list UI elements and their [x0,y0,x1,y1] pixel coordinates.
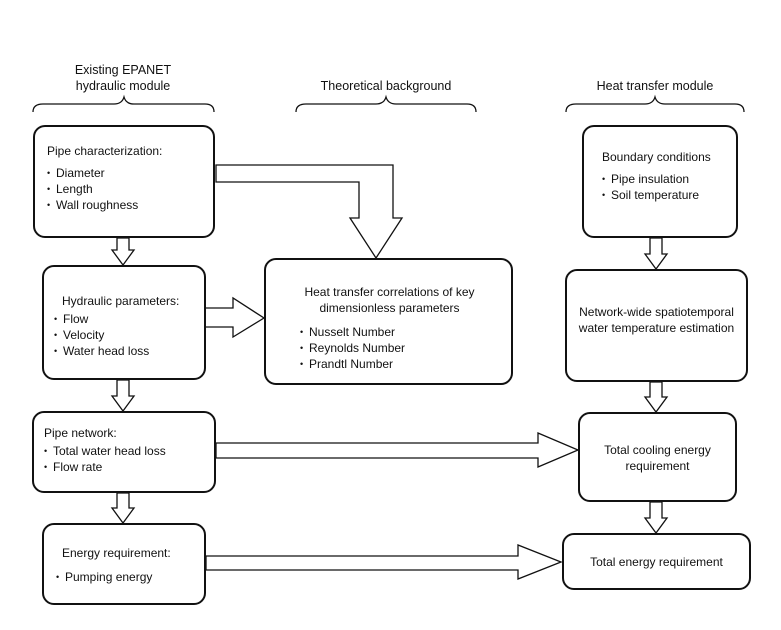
boundary-conditions-box: Boundary conditions Pipe insulation Soil… [582,125,738,238]
arrow-pipechar-to-correlations [215,164,404,260]
list-item: Pumping energy [56,569,198,585]
arrow-hydraulic-to-correlations [204,296,266,339]
arrow-boundary-to-estimation [643,237,669,271]
energy-requirement-title: Energy requirement: [62,546,171,560]
list-item: Flow [54,311,198,327]
total-energy-title: Total energy requirement [590,555,723,569]
list-item: Nusselt Number [300,324,501,340]
heat-transfer-correlations-box: Heat transfer correlations of key dimens… [264,258,513,385]
arrow-pipechar-to-hydraulic [110,237,136,267]
boundary-conditions-title: Boundary conditions [602,150,711,164]
cooling-energy-title: Total cooling energy requirement [604,443,711,473]
hydraulic-parameters-title: Hydraulic parameters: [62,294,180,308]
pipe-network-box: Pipe network: Total water head loss Flow… [32,411,216,493]
temperature-estimation-title: Network-wide spatiotemporal water temper… [578,305,735,335]
heat-transfer-correlations-list: Nusselt Number Reynolds Number Prandtl N… [278,324,501,372]
cooling-energy-box: Total cooling energy requirement [578,412,737,502]
header-hydraulic-module: Existing EPANET hydraulic module [74,63,172,93]
energy-requirement-list: Pumping energy [56,569,198,585]
temperature-estimation-box: Network-wide spatiotemporal water temper… [565,269,748,382]
pipe-characterization-title: Pipe characterization: [47,144,163,158]
arrow-network-to-cooling [215,432,580,468]
heat-transfer-correlations-title: Heat transfer correlations of key dimens… [304,285,475,315]
brace-right [565,94,745,113]
header-theoretical-background: Theoretical background [320,79,452,93]
list-item: Prandtl Number [300,356,501,372]
pipe-characterization-box: Pipe characterization: Diameter Length W… [33,125,215,238]
arrow-network-to-energy [110,492,136,525]
brace-left [32,94,215,113]
total-energy-box: Total energy requirement [562,533,751,590]
arrow-hydraulic-to-network [110,379,136,413]
list-item: Velocity [54,327,198,343]
arrow-estimation-to-cooling [643,381,669,414]
list-item: Total water head loss [44,443,208,459]
pipe-characterization-list: Diameter Length Wall roughness [47,165,203,213]
hydraulic-parameters-list: Flow Velocity Water head loss [54,311,198,359]
list-item: Length [47,181,203,197]
arrow-cooling-to-total [643,501,669,535]
list-item: Water head loss [54,343,198,359]
header-heat-transfer-module: Heat transfer module [596,79,714,93]
arrow-energy-to-total [205,544,563,580]
energy-requirement-box: Energy requirement: Pumping energy [42,523,206,605]
list-item: Soil temperature [602,187,730,203]
list-item: Reynolds Number [300,340,501,356]
list-item: Diameter [47,165,203,181]
boundary-conditions-list: Pipe insulation Soil temperature [602,171,730,203]
list-item: Pipe insulation [602,171,730,187]
list-item: Flow rate [44,459,208,475]
list-item: Wall roughness [47,197,203,213]
brace-middle [295,94,477,113]
pipe-network-list: Total water head loss Flow rate [44,443,208,475]
pipe-network-title: Pipe network: [44,426,117,440]
hydraulic-parameters-box: Hydraulic parameters: Flow Velocity Wate… [42,265,206,380]
